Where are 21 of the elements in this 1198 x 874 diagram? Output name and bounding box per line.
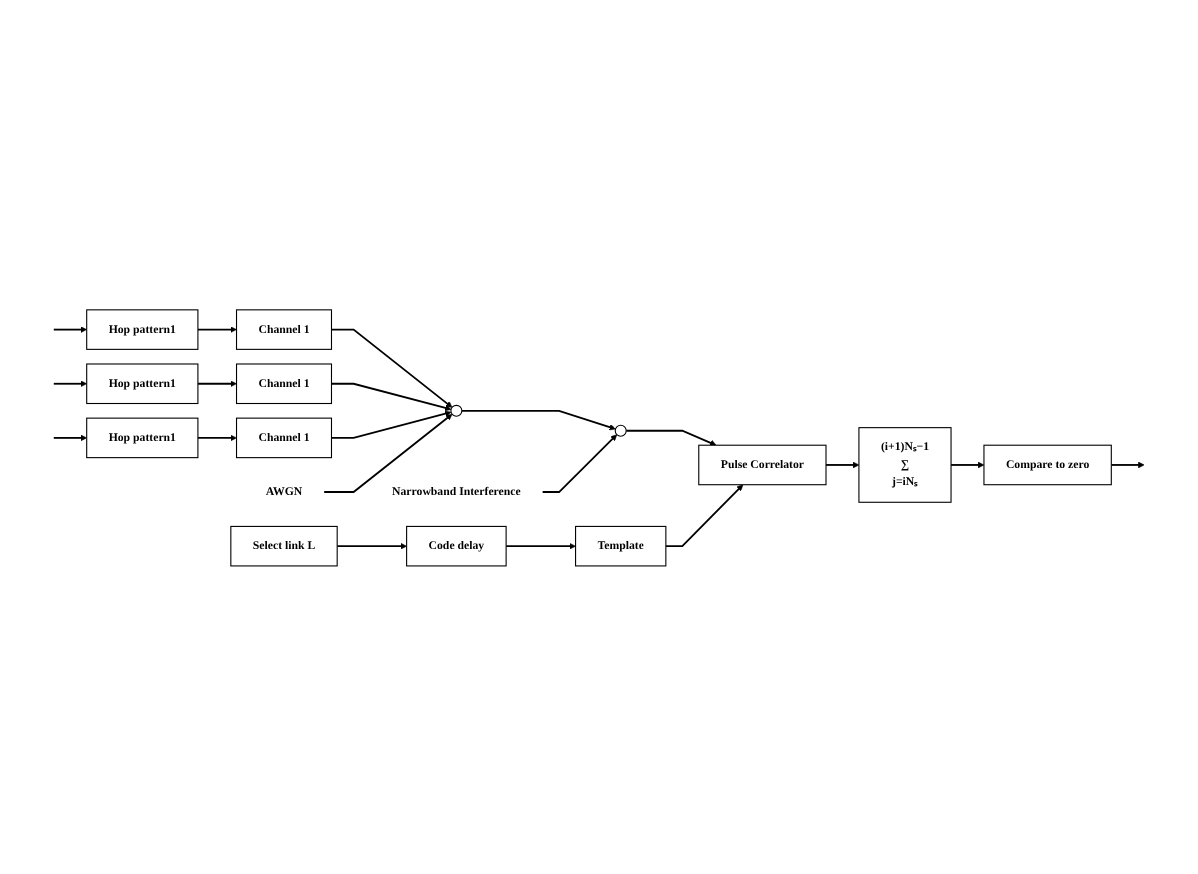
arrow <box>505 542 576 549</box>
arrow <box>323 413 453 493</box>
arrow <box>1110 460 1145 468</box>
arrow <box>330 409 452 438</box>
arrow <box>52 433 87 441</box>
arrow <box>541 433 618 493</box>
arrow <box>336 542 407 549</box>
arrow <box>625 428 717 445</box>
arrow <box>197 325 237 332</box>
arrow <box>825 460 860 468</box>
arrow <box>330 381 452 411</box>
arrow <box>197 379 237 387</box>
arrow <box>664 483 744 547</box>
arrow <box>330 327 453 407</box>
arrow <box>197 433 237 441</box>
node-circle <box>450 403 463 416</box>
node-circle <box>614 423 627 436</box>
arrow <box>52 325 87 332</box>
arrow <box>52 379 87 387</box>
arrow <box>950 460 985 468</box>
arrow <box>460 409 616 430</box>
